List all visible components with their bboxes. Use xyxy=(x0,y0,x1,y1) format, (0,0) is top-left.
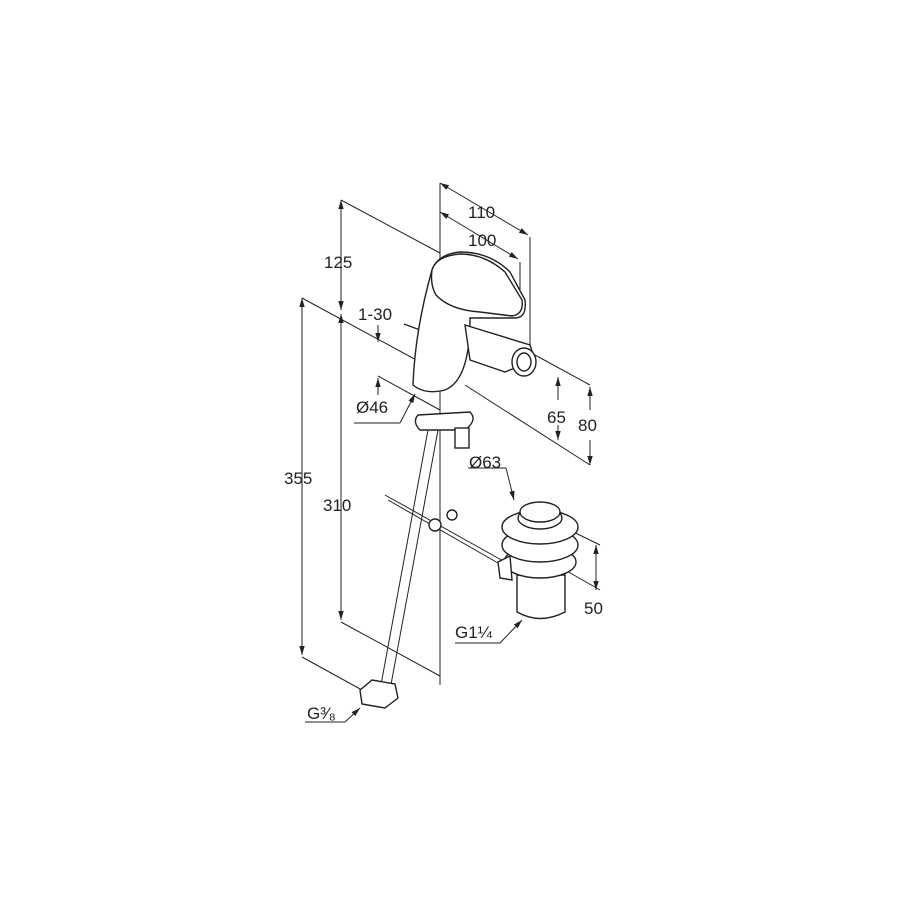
label-125: 125 xyxy=(324,253,352,272)
popup-rod xyxy=(384,494,506,568)
label-diameter-46: Ø46 xyxy=(356,398,388,417)
label-100: 100 xyxy=(468,231,496,250)
drain-thread-main: G1 xyxy=(455,623,478,642)
dimension-lines xyxy=(299,182,601,723)
label-50: 50 xyxy=(584,599,603,618)
label-drain-thread: G1¼ xyxy=(455,623,493,642)
faucet-body xyxy=(359,251,537,709)
label-80: 80 xyxy=(578,416,597,435)
hose-thread-fraction: ³⁄₈ xyxy=(320,704,336,723)
label-1-30: 1-30 xyxy=(358,305,392,324)
label-310: 310 xyxy=(323,496,351,515)
label-hose-thread: G³⁄₈ xyxy=(307,704,336,723)
label-diameter-63: Ø63 xyxy=(469,453,501,472)
dimension-labels: 110 100 125 1-30 Ø46 65 80 Ø63 355 310 5… xyxy=(284,203,603,723)
hose-thread-main: G xyxy=(307,704,320,723)
label-110: 110 xyxy=(468,203,495,222)
drain-valve xyxy=(497,501,579,620)
label-355: 355 xyxy=(284,469,312,488)
label-65: 65 xyxy=(547,408,566,427)
drain-thread-fraction: ¼ xyxy=(478,623,493,642)
